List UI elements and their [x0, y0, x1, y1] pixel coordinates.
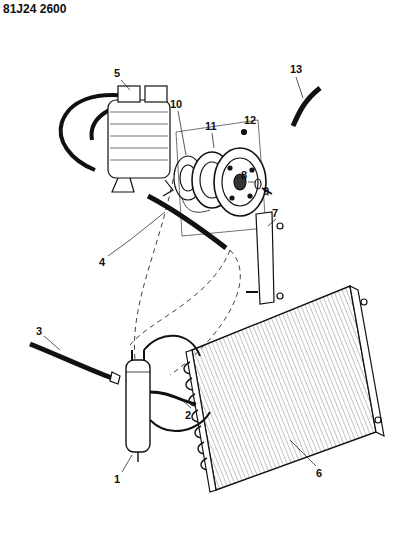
callout-number: 10 — [170, 99, 182, 110]
callout-number: 7 — [272, 208, 278, 219]
callout-number: 1 — [114, 474, 120, 485]
callout-number: 11 — [205, 121, 217, 132]
callout-number: 12 — [244, 115, 256, 126]
figure-code: 81J24 2600 — [3, 3, 66, 15]
callout-number: 13 — [290, 64, 302, 75]
callout-number: 3 — [36, 326, 42, 337]
callout-number: 2 — [185, 410, 191, 421]
callout-number: 8 — [241, 170, 247, 181]
callout-number: 6 — [316, 468, 322, 479]
callout-number: 4 — [99, 257, 105, 268]
callout-number: 5 — [114, 68, 120, 79]
callout-number: 9 — [263, 186, 269, 197]
